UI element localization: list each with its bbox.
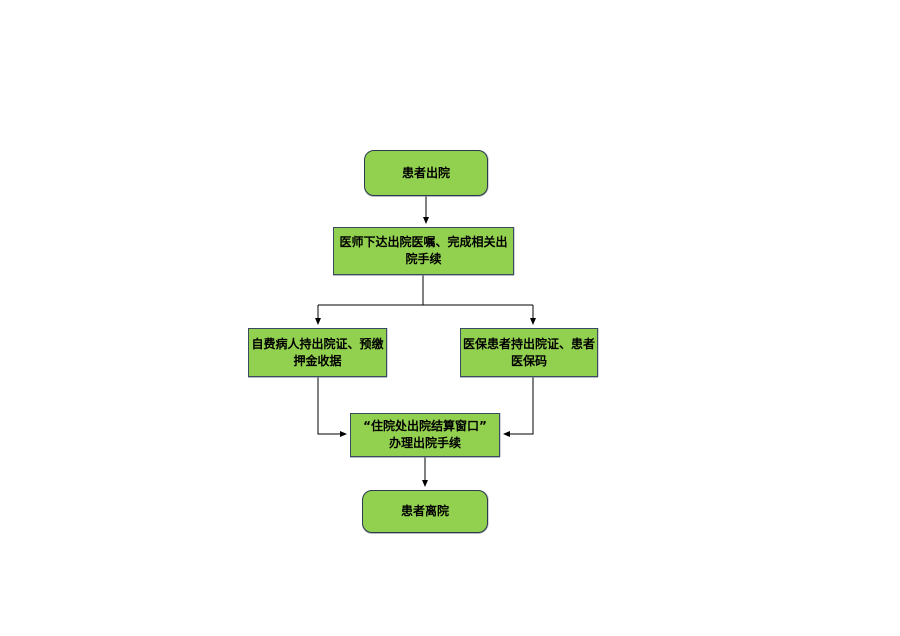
edge-branchright-settle — [503, 377, 534, 437]
node-doctor-orders-label: 医师下达出院医嘱、完成相关出 院手续 — [339, 235, 508, 266]
node-selfpay-patient-label: 自费病人持出院证、预缴 押金收据 — [251, 336, 384, 368]
edge-branchleft-settle — [317, 377, 347, 437]
node-doctor-orders: 医师下达出院医嘱、完成相关出 院手续 — [333, 227, 514, 275]
node-selfpay-patient: 自费病人持出院证、预缴 押金收据 — [248, 328, 387, 377]
node-insured-patient: 医保患者持出院证、患者 医保码 — [460, 328, 598, 377]
node-settlement-window: “住院处出院结算窗口” 办理出院手续 — [350, 413, 500, 457]
node-patient-discharge-label: 患者出院 — [401, 165, 450, 180]
node-patient-leaves: 患者离院 — [362, 490, 488, 533]
node-patient-leaves-label: 患者离院 — [400, 504, 449, 519]
node-patient-discharge: 患者出院 — [364, 150, 488, 196]
node-insured-patient-label: 医保患者持出院证、患者 医保码 — [463, 336, 596, 368]
node-settlement-window-label: “住院处出院结算窗口” 办理出院手续 — [363, 419, 487, 450]
